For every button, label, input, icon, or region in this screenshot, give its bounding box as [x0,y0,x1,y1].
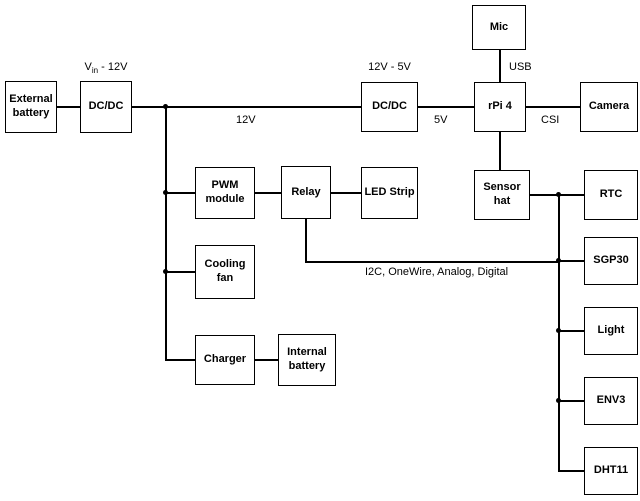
node-sgp30: SGP30 [584,237,638,285]
connector-line [132,106,361,108]
node-dcdc-2: DC/DC [361,82,418,132]
connector-line [499,132,501,170]
connector-line [526,106,580,108]
connector-line [558,330,584,332]
vin-voltage-text: - 12V [98,61,128,73]
node-mic: Mic [472,5,526,50]
node-pwm-module: PWM module [195,167,255,219]
node-dcdc-1: DC/DC [80,81,132,133]
connector-line [499,50,501,82]
connector-line [418,106,474,108]
connector-line [331,192,361,194]
node-cooling-fan: Cooling fan [195,245,255,299]
edge-label-12v: 12V [236,114,256,126]
junction-dot [556,258,561,263]
edge-label-12v-5v: 12V - 5V [368,61,411,73]
connector-line [165,106,167,360]
junction-dot [556,192,561,197]
node-led-strip: LED Strip [361,167,418,219]
node-rtc: RTC [584,170,638,220]
connector-line [165,271,195,273]
node-camera: Camera [580,82,638,132]
connector-line [558,194,584,196]
connector-line [305,261,558,263]
node-sensor-hat: Sensor hat [474,170,530,220]
edge-label-usb: USB [509,61,532,73]
node-charger: Charger [195,335,255,385]
connector-line [558,470,584,472]
junction-dot [163,104,168,109]
edge-label-sensor-bus: I2C, OneWire, Analog, Digital [365,266,509,278]
vin-text: V [84,61,92,73]
edge-label-csi: CSI [541,114,560,126]
edge-label-5v: 5V [434,114,448,126]
node-internal-battery: Internal battery [278,334,336,386]
junction-dot [556,328,561,333]
junction-dot [163,190,168,195]
connector-line [255,192,281,194]
node-external-battery: External battery [5,81,57,133]
connector-line [558,400,584,402]
edge-label-vin-12v: Vin - 12V [74,61,138,75]
node-rpi4: rPi 4 [474,82,526,132]
node-light: Light [584,307,638,355]
connector-line [530,194,558,196]
junction-dot [556,398,561,403]
connector-line [165,359,195,361]
vin-subscript: in [91,66,99,76]
connector-line [57,106,80,108]
connector-line [305,219,307,262]
connector-line [165,192,195,194]
node-dht11: DHT11 [584,447,638,495]
node-relay: Relay [281,166,331,219]
junction-dot [163,269,168,274]
connector-line [255,359,278,361]
node-env3: ENV3 [584,377,638,425]
connector-line [558,260,584,262]
